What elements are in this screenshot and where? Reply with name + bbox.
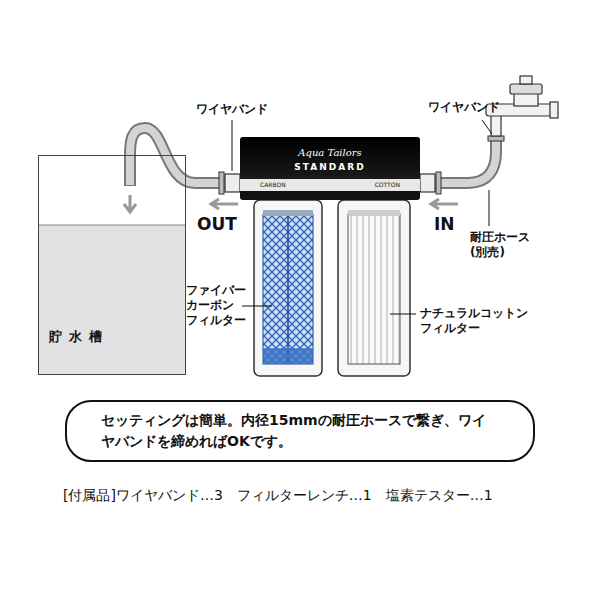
leader-line — [232, 120, 492, 314]
hose — [435, 136, 496, 183]
part-label: ワイヤバンド — [196, 102, 268, 117]
water — [39, 225, 185, 374]
filter-head: Aqua TailorsSTANDARD CARBON COTTON — [240, 137, 420, 200]
note-text: セッティングは簡単。内径15mmの耐圧ホースで繋ぎ、ワイヤバンドを締めればOKで… — [101, 410, 486, 452]
water-line — [39, 225, 185, 226]
part-label: ファイバー カーボン フィルター — [186, 283, 258, 328]
flow-arrow — [124, 195, 136, 212]
note-box: セッティングは簡単。内径15mmの耐圧ホースで繋ぎ、ワイヤバンドを締めればOKで… — [65, 400, 535, 462]
fitting — [420, 174, 435, 192]
part-label: 耐圧ホース (別売) — [470, 230, 546, 260]
wire-band — [436, 172, 441, 194]
flow-label: OUT — [197, 214, 237, 234]
part-label: ワイヤバンド — [428, 100, 500, 115]
accessory-note: [付属品]ワイヤバンド…3 フィルターレンチ…1 塩素テスター…1 — [63, 486, 493, 504]
fitting — [225, 174, 240, 192]
wire-band — [219, 172, 224, 194]
brand-text: COTTON — [375, 181, 400, 189]
flow-label: IN — [434, 214, 455, 234]
hose-inner — [435, 136, 496, 183]
part-label: ナチュラルコットン フィルター — [420, 306, 538, 336]
brand-text: CARBON — [260, 181, 286, 189]
flow-arrow — [211, 199, 238, 209]
flow-arrow — [431, 199, 458, 209]
brand-text: Aqua Tailors — [240, 147, 420, 159]
filter-housing — [254, 200, 322, 376]
tank-label: 貯水槽 — [49, 328, 109, 346]
wire-band — [488, 136, 504, 141]
hose-end — [124, 155, 136, 186]
brand-text: STANDARD — [240, 162, 420, 173]
tank-box: 貯水槽 — [38, 155, 186, 375]
filter-housing — [338, 200, 410, 376]
hose-end-inner — [126, 155, 134, 185]
